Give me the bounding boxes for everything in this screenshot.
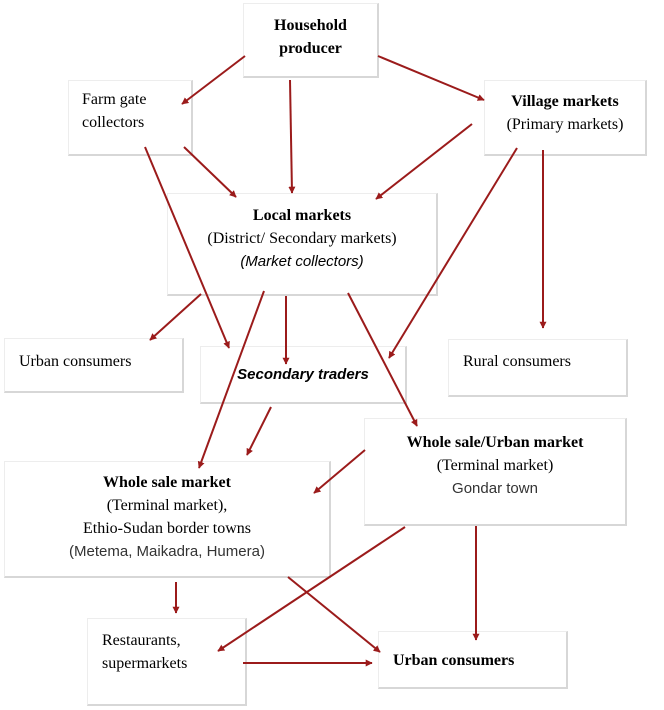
farm-gate-label-line1: Farm gate: [82, 91, 147, 108]
wholesale-border-market-node: Whole sale market (Terminal market), Eth…: [4, 461, 331, 578]
rural-consumers-label: Rural consumers: [463, 353, 571, 370]
arrow-secondary-traders-to-wholesale-border: [246, 406, 272, 456]
wholesale-urban-label-line2: (Terminal market): [436, 457, 554, 474]
urban-consumers-bottom-node: Urban consumers: [378, 631, 568, 689]
restaurants-label-line1: Restaurants,: [102, 632, 181, 649]
wholesale-urban-label-line3: Gondar town: [452, 480, 538, 497]
secondary-traders-node: Secondary traders: [200, 346, 407, 404]
wholesale-border-label-line3: Ethio-Sudan border towns: [83, 520, 251, 537]
local-label-line2: (District/ Secondary markets): [207, 230, 397, 247]
local-label-line1: Local markets: [252, 207, 352, 224]
farm-gate-collectors-node: Farm gate collectors: [68, 80, 193, 156]
restaurants-supermarkets-node: Restaurants, supermarkets: [87, 618, 247, 706]
urban-consumers-left-node: Urban consumers: [4, 338, 184, 393]
household-label-line2: producer: [279, 40, 342, 57]
urban-consumers-bottom-label: Urban consumers: [393, 652, 515, 669]
arrow-local-to-urban-consumers-left: [149, 293, 202, 341]
arrow-household-to-local: [288, 79, 296, 194]
local-markets-node: Local markets (District/ Secondary marke…: [167, 193, 438, 296]
wholesale-border-label-line1: Whole sale market: [103, 474, 231, 491]
wholesale-border-label-line2: (Terminal market),: [106, 497, 228, 514]
arrow-village-to-local: [375, 123, 473, 200]
household-producer-node: Household producer: [243, 3, 379, 78]
arrow-household-to-village: [377, 55, 485, 101]
village-label-line2: (Primary markets): [506, 116, 624, 133]
local-label-line3: (Market collectors): [240, 253, 364, 270]
secondary-traders-label: Secondary traders: [237, 366, 369, 383]
wholesale-urban-label-line1: Whole sale/Urban market: [406, 434, 584, 451]
rural-consumers-node: Rural consumers: [448, 339, 628, 397]
village-label-line1: Village markets: [511, 93, 619, 110]
wholesale-border-label-line4: (Metema, Maikadra, Humera): [69, 543, 265, 560]
village-markets-node: Village markets (Primary markets): [484, 80, 647, 156]
farm-gate-label-line2: collectors: [82, 114, 145, 131]
restaurants-label-line2: supermarkets: [102, 655, 188, 672]
arrow-wholesale-border-to-urban-consumers-bottom: [287, 576, 381, 653]
household-label-line1: Household: [274, 17, 347, 34]
wholesale-urban-market-node: Whole sale/Urban market (Terminal market…: [364, 418, 627, 526]
urban-consumers-left-label: Urban consumers: [19, 353, 132, 370]
